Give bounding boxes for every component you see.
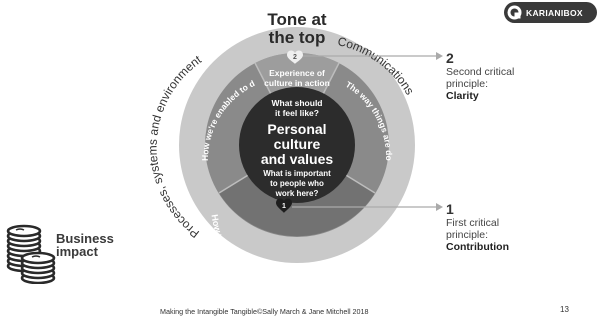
callout-principle-clarity: Clarity [446,90,479,102]
business-impact-label: Business impact [56,232,114,258]
kariani-box-logo: KARIANIBOX [504,2,597,23]
center-question-1-line2: it feel like? [275,108,319,118]
callout-line2: principle: [446,229,489,241]
marker-1-label: 1 [282,203,286,210]
callout-line1: Second critical [446,66,515,78]
center-question-2-line1: What is important [263,169,331,178]
center-title-line3: and values [261,151,334,167]
logo-text: KARIANIBOX [526,7,583,18]
center-question-2-line3: work here? [275,189,319,198]
center-question-1-line1: What should [272,98,323,108]
business-impact-line2: impact [56,244,98,259]
business-impact-line1: Business [56,231,114,246]
callout-number: 2 [446,50,454,66]
connector-arrow-1-icon [436,203,443,211]
kariani-box-logo-icon [507,5,522,20]
center-title-line1: Personal [267,121,326,137]
marker-2-heart-icon [287,50,303,64]
experience-line2: culture in action [264,78,330,88]
marker-1-heart-icon [276,198,292,213]
center-question-2-line2: to people who [270,179,324,188]
tone-at-top-line1: Tone at [267,10,327,29]
center-core [239,87,355,203]
tone-at-top-line2: the top [269,28,326,47]
callout-line2: principle: [446,78,489,90]
callout-principle-contribution: Contribution [446,241,509,253]
marker-2-label: 2 [293,54,297,61]
callout-first-principle: 1 First critical principle: Contribution [446,201,509,253]
experience-line1: Experience of [269,68,325,78]
callout-line1: First critical [446,217,500,229]
connector-arrow-2-icon [436,52,443,60]
callout-number: 1 [446,201,454,217]
center-title-line2: culture [274,136,321,152]
page-number: 13 [560,305,569,314]
callout-second-principle: 2 Second critical principle: Clarity [446,50,514,102]
coin-stack-icon [6,224,56,284]
footer-copyright: Making the Intangible Tangible©Sally Mar… [160,307,369,316]
